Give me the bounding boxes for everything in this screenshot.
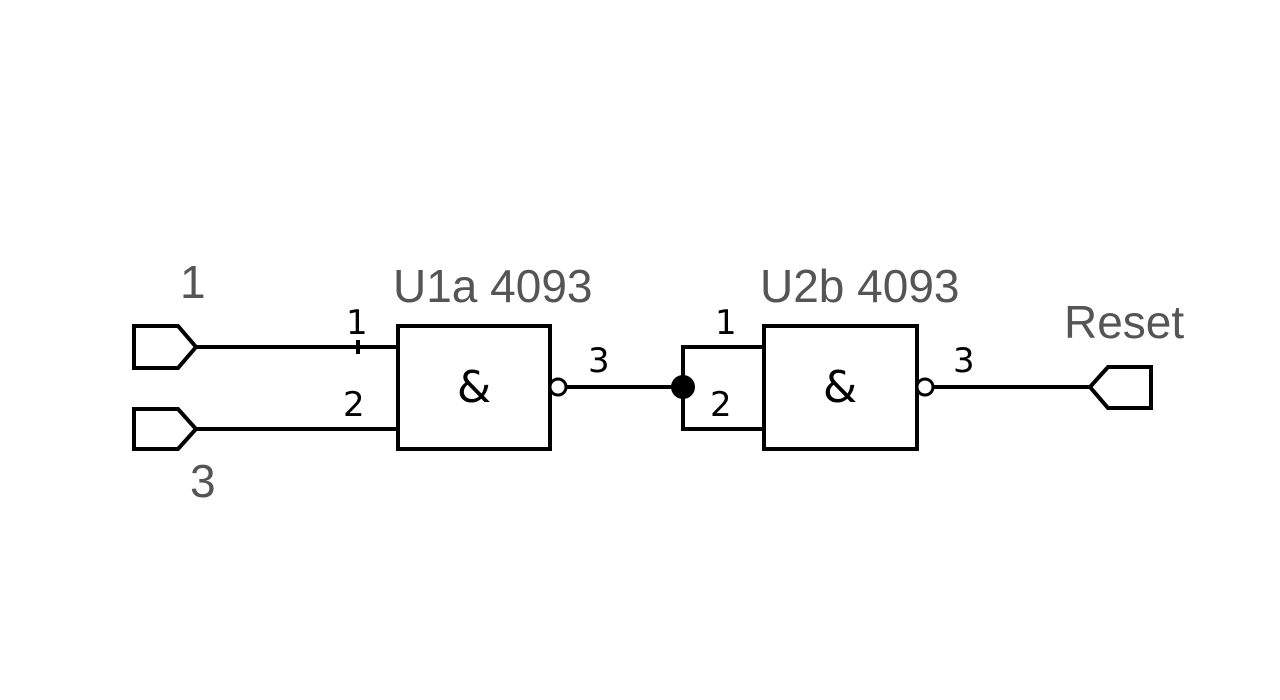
output-port-reset-label: Reset	[1064, 296, 1184, 348]
input-port-1-label: 1	[180, 256, 206, 308]
gate-u2b-pin-out: 3	[953, 341, 975, 381]
gate-u1a-pin-out: 3	[588, 341, 610, 381]
gate-u1a-inverter-bubble	[548, 377, 568, 397]
gate-u1a-symbol: &	[457, 362, 491, 413]
gate-u2b-symbol: &	[823, 362, 857, 413]
input-port-3-label: 3	[190, 455, 216, 507]
gate-u2b-inverter-bubble	[915, 377, 935, 397]
wire-junction-to-u2b	[681, 345, 764, 431]
input-port-3[interactable]	[132, 407, 199, 451]
gate-u2b-ref: U2b 4093	[760, 260, 960, 312]
gate-u1a-pin-a: 1	[346, 303, 368, 343]
output-port-reset[interactable]	[1087, 365, 1153, 410]
gate-u2b-pin-b: 2	[710, 385, 732, 425]
gate-u1a[interactable]	[396, 324, 552, 451]
gate-u2b-pin-a: 1	[715, 303, 737, 343]
gate-u1a-pin-b: 2	[343, 385, 365, 425]
gate-u1a-ref: U1a 4093	[393, 260, 593, 312]
input-port-1[interactable]	[132, 324, 199, 370]
gate-u2b[interactable]	[762, 324, 919, 451]
